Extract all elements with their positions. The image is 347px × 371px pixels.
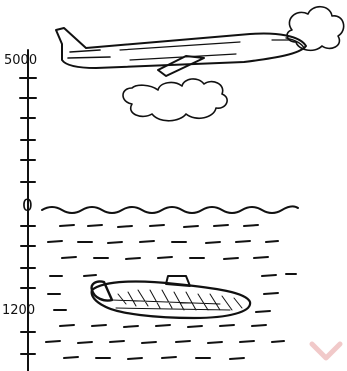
number-line: 5000 0 1200 xyxy=(2,50,37,371)
airplane-fuselage xyxy=(56,28,306,68)
label-sea-level: 0 xyxy=(22,196,33,216)
label-5000: 5000 xyxy=(4,53,37,68)
label-1200: 1200 xyxy=(2,303,35,318)
airplane-wing xyxy=(158,56,204,76)
clouds xyxy=(123,7,344,121)
airplane xyxy=(56,28,306,76)
airplane-tail-stabilizer xyxy=(68,50,110,58)
watermark-chevron xyxy=(312,344,340,358)
water-surface xyxy=(42,206,298,213)
underwater-dashes xyxy=(46,225,296,359)
submarine-hatching xyxy=(112,290,242,310)
submarine xyxy=(92,276,251,318)
cloud-upper xyxy=(287,7,344,51)
cloud-lower xyxy=(123,79,227,121)
